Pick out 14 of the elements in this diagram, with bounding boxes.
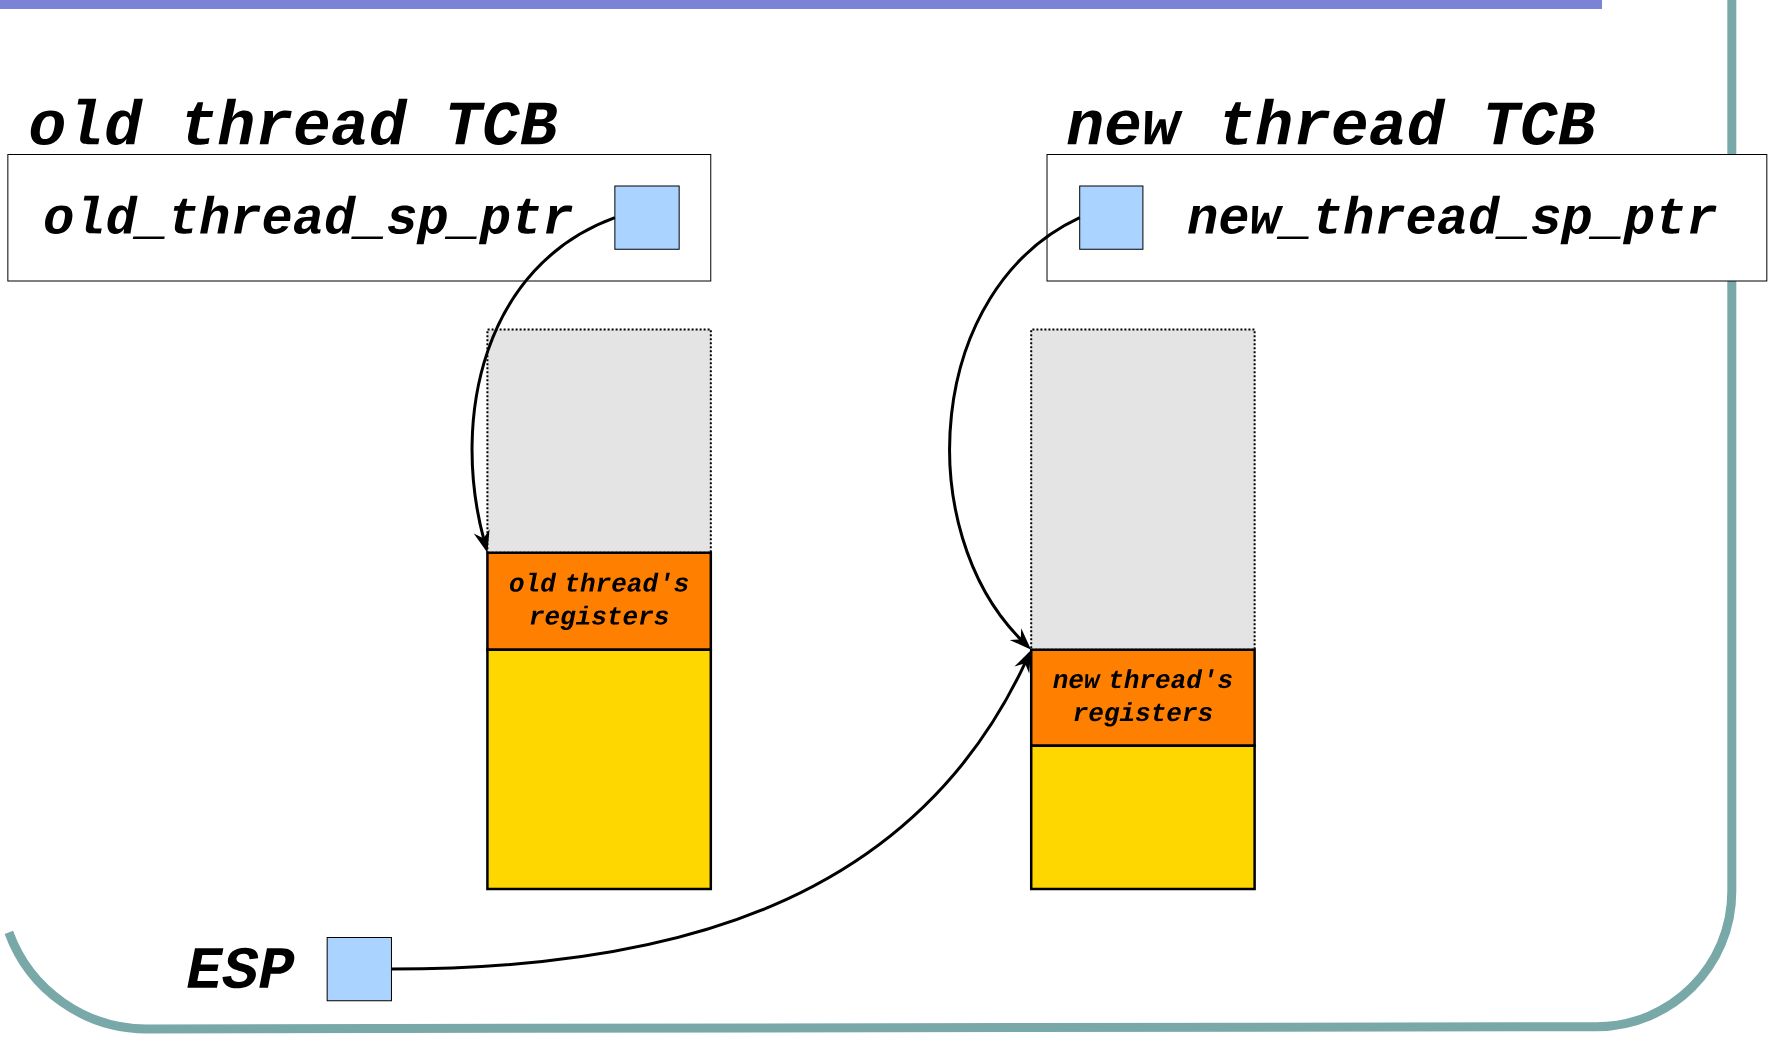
registers-block: old thread's registers xyxy=(486,551,713,652)
pointer-square xyxy=(1079,185,1144,250)
tcb-box: old thread TCB old_thread_sp_ptr xyxy=(7,98,712,282)
node-label: old thread TCB xyxy=(30,98,557,145)
pointer-square xyxy=(614,185,680,250)
node-label: ESP xyxy=(187,947,295,989)
node-label: new thread TCB xyxy=(1067,98,1595,145)
stack-block xyxy=(1029,744,1256,891)
tcb-box: new thread TCB new_thread_sp_ptr xyxy=(1046,98,1768,282)
free-stack-area xyxy=(1030,328,1256,651)
free-stack-area xyxy=(486,328,712,554)
registers-block: new thread's registers xyxy=(1029,648,1256,747)
stack-block xyxy=(486,648,713,891)
pointer-square: ESP xyxy=(187,937,392,1002)
